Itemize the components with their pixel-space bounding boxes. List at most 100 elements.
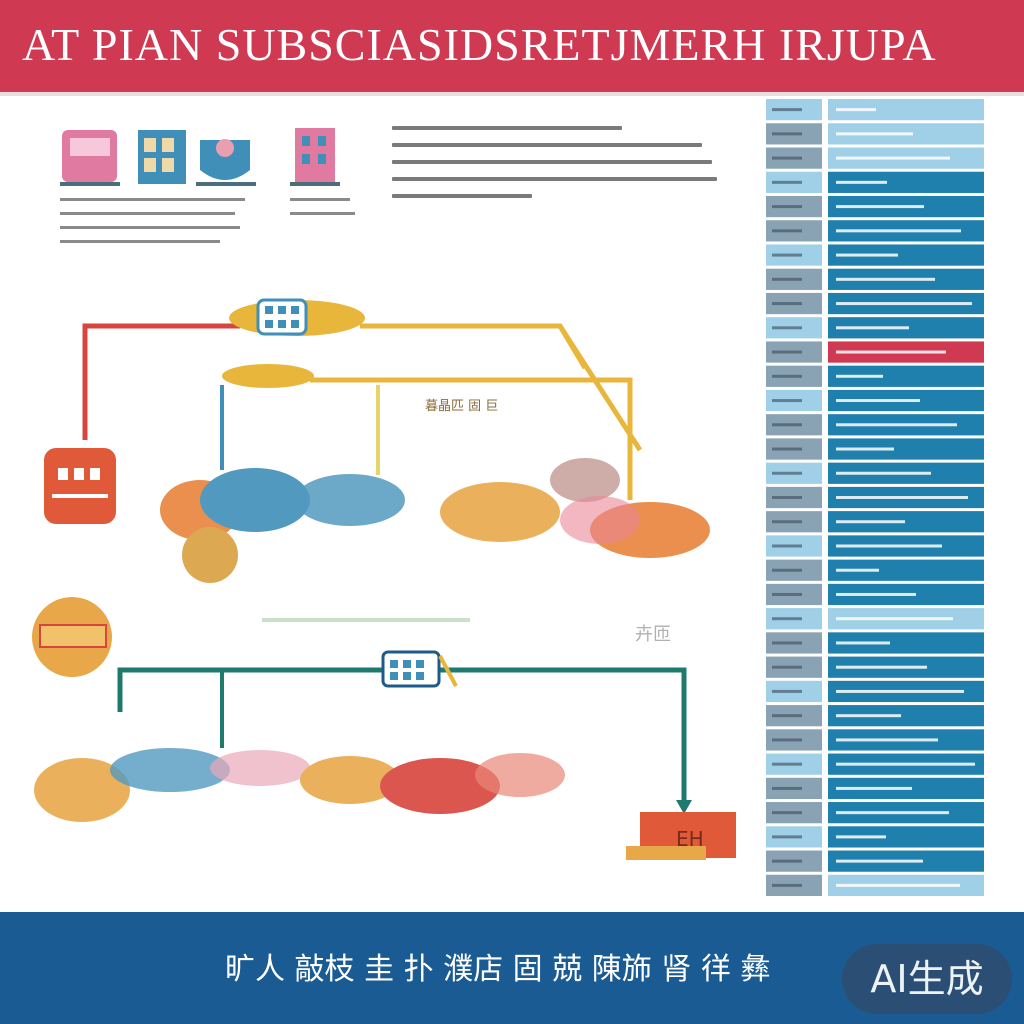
lower-watercolor-band bbox=[34, 748, 565, 822]
panel-row-text bbox=[836, 108, 876, 112]
panel-row-label-text bbox=[772, 180, 802, 184]
panel-row-label-text bbox=[772, 520, 802, 524]
panel-row-label-text bbox=[772, 786, 802, 790]
panel-row-text bbox=[836, 835, 886, 839]
poster-title: AT PIAN SUBSCIASIDSRETJMERH IRJUPA bbox=[22, 19, 937, 70]
panel-row-text bbox=[836, 180, 887, 184]
panel-row-text bbox=[836, 399, 920, 403]
box-label: EH bbox=[676, 827, 704, 851]
center-node-device bbox=[381, 650, 458, 688]
panel-row-text bbox=[836, 592, 916, 596]
panel-row-text bbox=[836, 326, 909, 330]
bus-icon bbox=[60, 130, 120, 186]
data-panel bbox=[766, 99, 984, 896]
panel-row-text bbox=[836, 423, 957, 427]
panel-row-label-text bbox=[772, 568, 802, 572]
panel-row-text bbox=[836, 544, 942, 548]
upper-watercolor-band bbox=[160, 458, 710, 583]
round-node bbox=[32, 597, 112, 677]
panel-row-label-text bbox=[772, 665, 802, 669]
building-icon bbox=[138, 130, 186, 184]
panel-row-text bbox=[836, 132, 913, 136]
panel-row-text bbox=[836, 471, 931, 475]
panel-row-text bbox=[836, 156, 950, 160]
connector-yellow-mid bbox=[310, 377, 633, 500]
panel-row-text bbox=[836, 447, 894, 451]
panel-row-label-text bbox=[772, 205, 802, 209]
panel-row-cell bbox=[828, 365, 984, 387]
ai-generated-badge: AI生成 bbox=[842, 944, 1012, 1014]
panel-row-cell bbox=[828, 705, 984, 727]
panel-row-label-text bbox=[772, 544, 802, 548]
panel-row-label-text bbox=[772, 302, 802, 306]
panel-row-label-text bbox=[772, 108, 802, 112]
panel-row-cell bbox=[828, 559, 984, 581]
panel-row-label-text bbox=[772, 592, 802, 596]
mid-node-blob bbox=[222, 364, 314, 388]
panel-row-label-text bbox=[772, 156, 802, 160]
panel-row-label-text bbox=[772, 617, 802, 621]
icon-group bbox=[60, 128, 355, 243]
panel-row-text bbox=[836, 568, 879, 572]
pot-icon bbox=[196, 139, 256, 186]
panel-row-text bbox=[836, 520, 905, 524]
connector-yellow-top bbox=[360, 323, 588, 370]
tower-icon bbox=[290, 128, 340, 186]
panel-row-label-text bbox=[772, 811, 802, 815]
top-node-bubble bbox=[229, 298, 365, 336]
panel-row-label-text bbox=[772, 447, 802, 451]
footer-caption: 旷人 敲枝 圭 扑 濮店 固 兢 陳斾 肾 徉 彝 bbox=[225, 952, 771, 987]
panel-row-label-text bbox=[772, 689, 802, 693]
panel-row-label-text bbox=[772, 471, 802, 475]
mid-label: 暮晶匹 固 巨 bbox=[425, 399, 498, 414]
panel-row-label-text bbox=[772, 277, 802, 281]
panel-row-text bbox=[836, 205, 924, 209]
bottom-box-node bbox=[626, 812, 736, 860]
panel-row-label-text bbox=[772, 350, 802, 354]
description-text-block bbox=[392, 126, 722, 211]
panel-row-label-text bbox=[772, 496, 802, 499]
panel-row-text bbox=[836, 350, 946, 354]
panel-row-label-text bbox=[772, 883, 802, 887]
connector-long bbox=[557, 324, 643, 452]
panel-row-text bbox=[836, 641, 890, 645]
panel-row-cell bbox=[828, 826, 984, 848]
panel-row-cell bbox=[828, 438, 984, 460]
panel-row-text bbox=[836, 883, 960, 887]
panel-row-text bbox=[836, 738, 938, 742]
panel-row-text bbox=[836, 277, 935, 281]
panel-row-label-text bbox=[772, 423, 802, 427]
panel-row-text bbox=[836, 302, 972, 306]
panel-row-cell bbox=[828, 632, 984, 654]
panel-row-label-text bbox=[772, 738, 802, 742]
panel-row-label-text bbox=[772, 326, 802, 330]
panel-row-label-text bbox=[772, 253, 802, 257]
panel-row-text bbox=[836, 665, 927, 669]
side-tag: 卉匝 bbox=[635, 624, 671, 645]
panel-row-text bbox=[836, 714, 901, 718]
panel-row-text bbox=[836, 811, 949, 815]
panel-row-label-text bbox=[772, 374, 802, 378]
orange-node bbox=[44, 448, 116, 524]
panel-row-label-text bbox=[772, 859, 802, 863]
panel-row-cell bbox=[828, 244, 984, 266]
panel-row-text bbox=[836, 859, 923, 863]
panel-row-label-text bbox=[772, 641, 802, 645]
panel-row-cell bbox=[828, 171, 984, 193]
panel-row-text bbox=[836, 253, 898, 257]
panel-row-text bbox=[836, 374, 883, 378]
panel-row-text bbox=[836, 496, 968, 499]
panel-row-text bbox=[836, 229, 961, 233]
panel-row-text bbox=[836, 617, 953, 621]
panel-row-text bbox=[836, 786, 912, 790]
panel-row-label-text bbox=[772, 762, 802, 766]
top-banner: AT PIAN SUBSCIASIDSRETJMERH IRJUPA bbox=[0, 0, 1024, 96]
panel-row-label-text bbox=[772, 399, 802, 403]
connector-red bbox=[82, 323, 240, 440]
panel-row-label-text bbox=[772, 835, 802, 839]
panel-row-label-text bbox=[772, 714, 802, 718]
panel-row-text bbox=[836, 689, 964, 693]
flow-diagram: 暮晶匹 固 巨 卉匝 EH bbox=[32, 298, 736, 860]
panel-row-label-text bbox=[772, 229, 802, 233]
panel-row-text bbox=[836, 762, 975, 766]
